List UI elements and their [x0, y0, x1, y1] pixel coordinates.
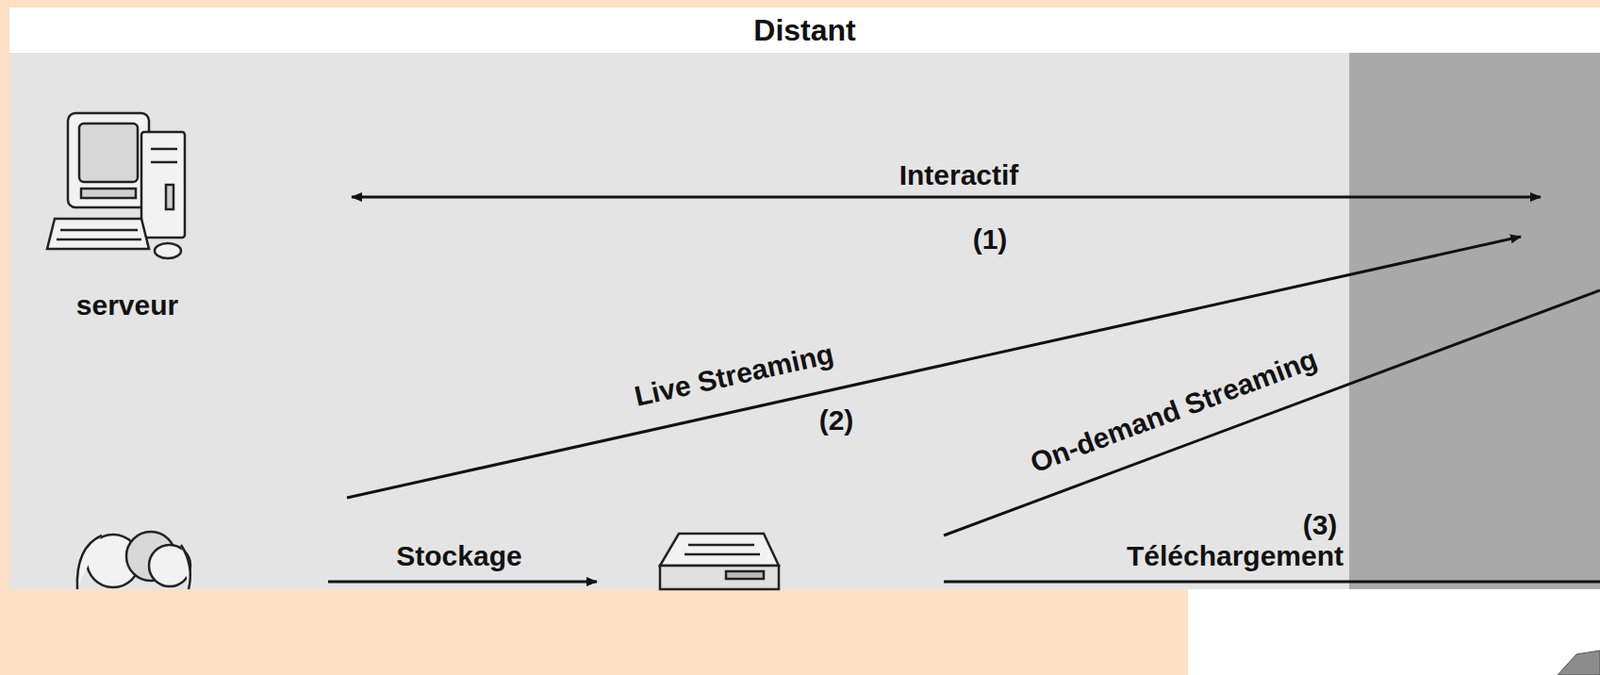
server-icon: [47, 113, 185, 259]
server-node: serveur: [47, 99, 208, 323]
live-arrow: [346, 236, 1521, 498]
distant-band: Distant serveur: [9, 7, 1600, 590]
flow-label: Stockage: [395, 542, 522, 571]
interactive-arrow: [351, 196, 1541, 199]
local-panel: [1349, 52, 1600, 590]
flow-label: Live Streaming: [632, 339, 837, 412]
flow-lines: [328, 197, 1600, 582]
corner-ground: [1187, 589, 1600, 675]
storage-arrow: [328, 580, 597, 584]
flow-label: Interactif: [899, 161, 1020, 190]
title-strip: [9, 7, 1600, 53]
flow-label: Téléchargement: [1126, 542, 1344, 571]
callout-number: (3): [1303, 511, 1338, 540]
band-heading: Distant: [753, 7, 856, 49]
flow-label: On-demand Streaming: [1026, 345, 1321, 479]
camera-icon: [77, 531, 191, 590]
distant-panel: [9, 52, 1600, 590]
storage-icon: [659, 533, 779, 590]
callout-number: (1): [973, 225, 1008, 254]
node-caption: serveur: [76, 288, 179, 323]
download-line: [943, 580, 1600, 584]
corner-icon: [1557, 650, 1600, 675]
on-demand-line: [943, 290, 1600, 536]
callout-number: (2): [819, 406, 855, 435]
